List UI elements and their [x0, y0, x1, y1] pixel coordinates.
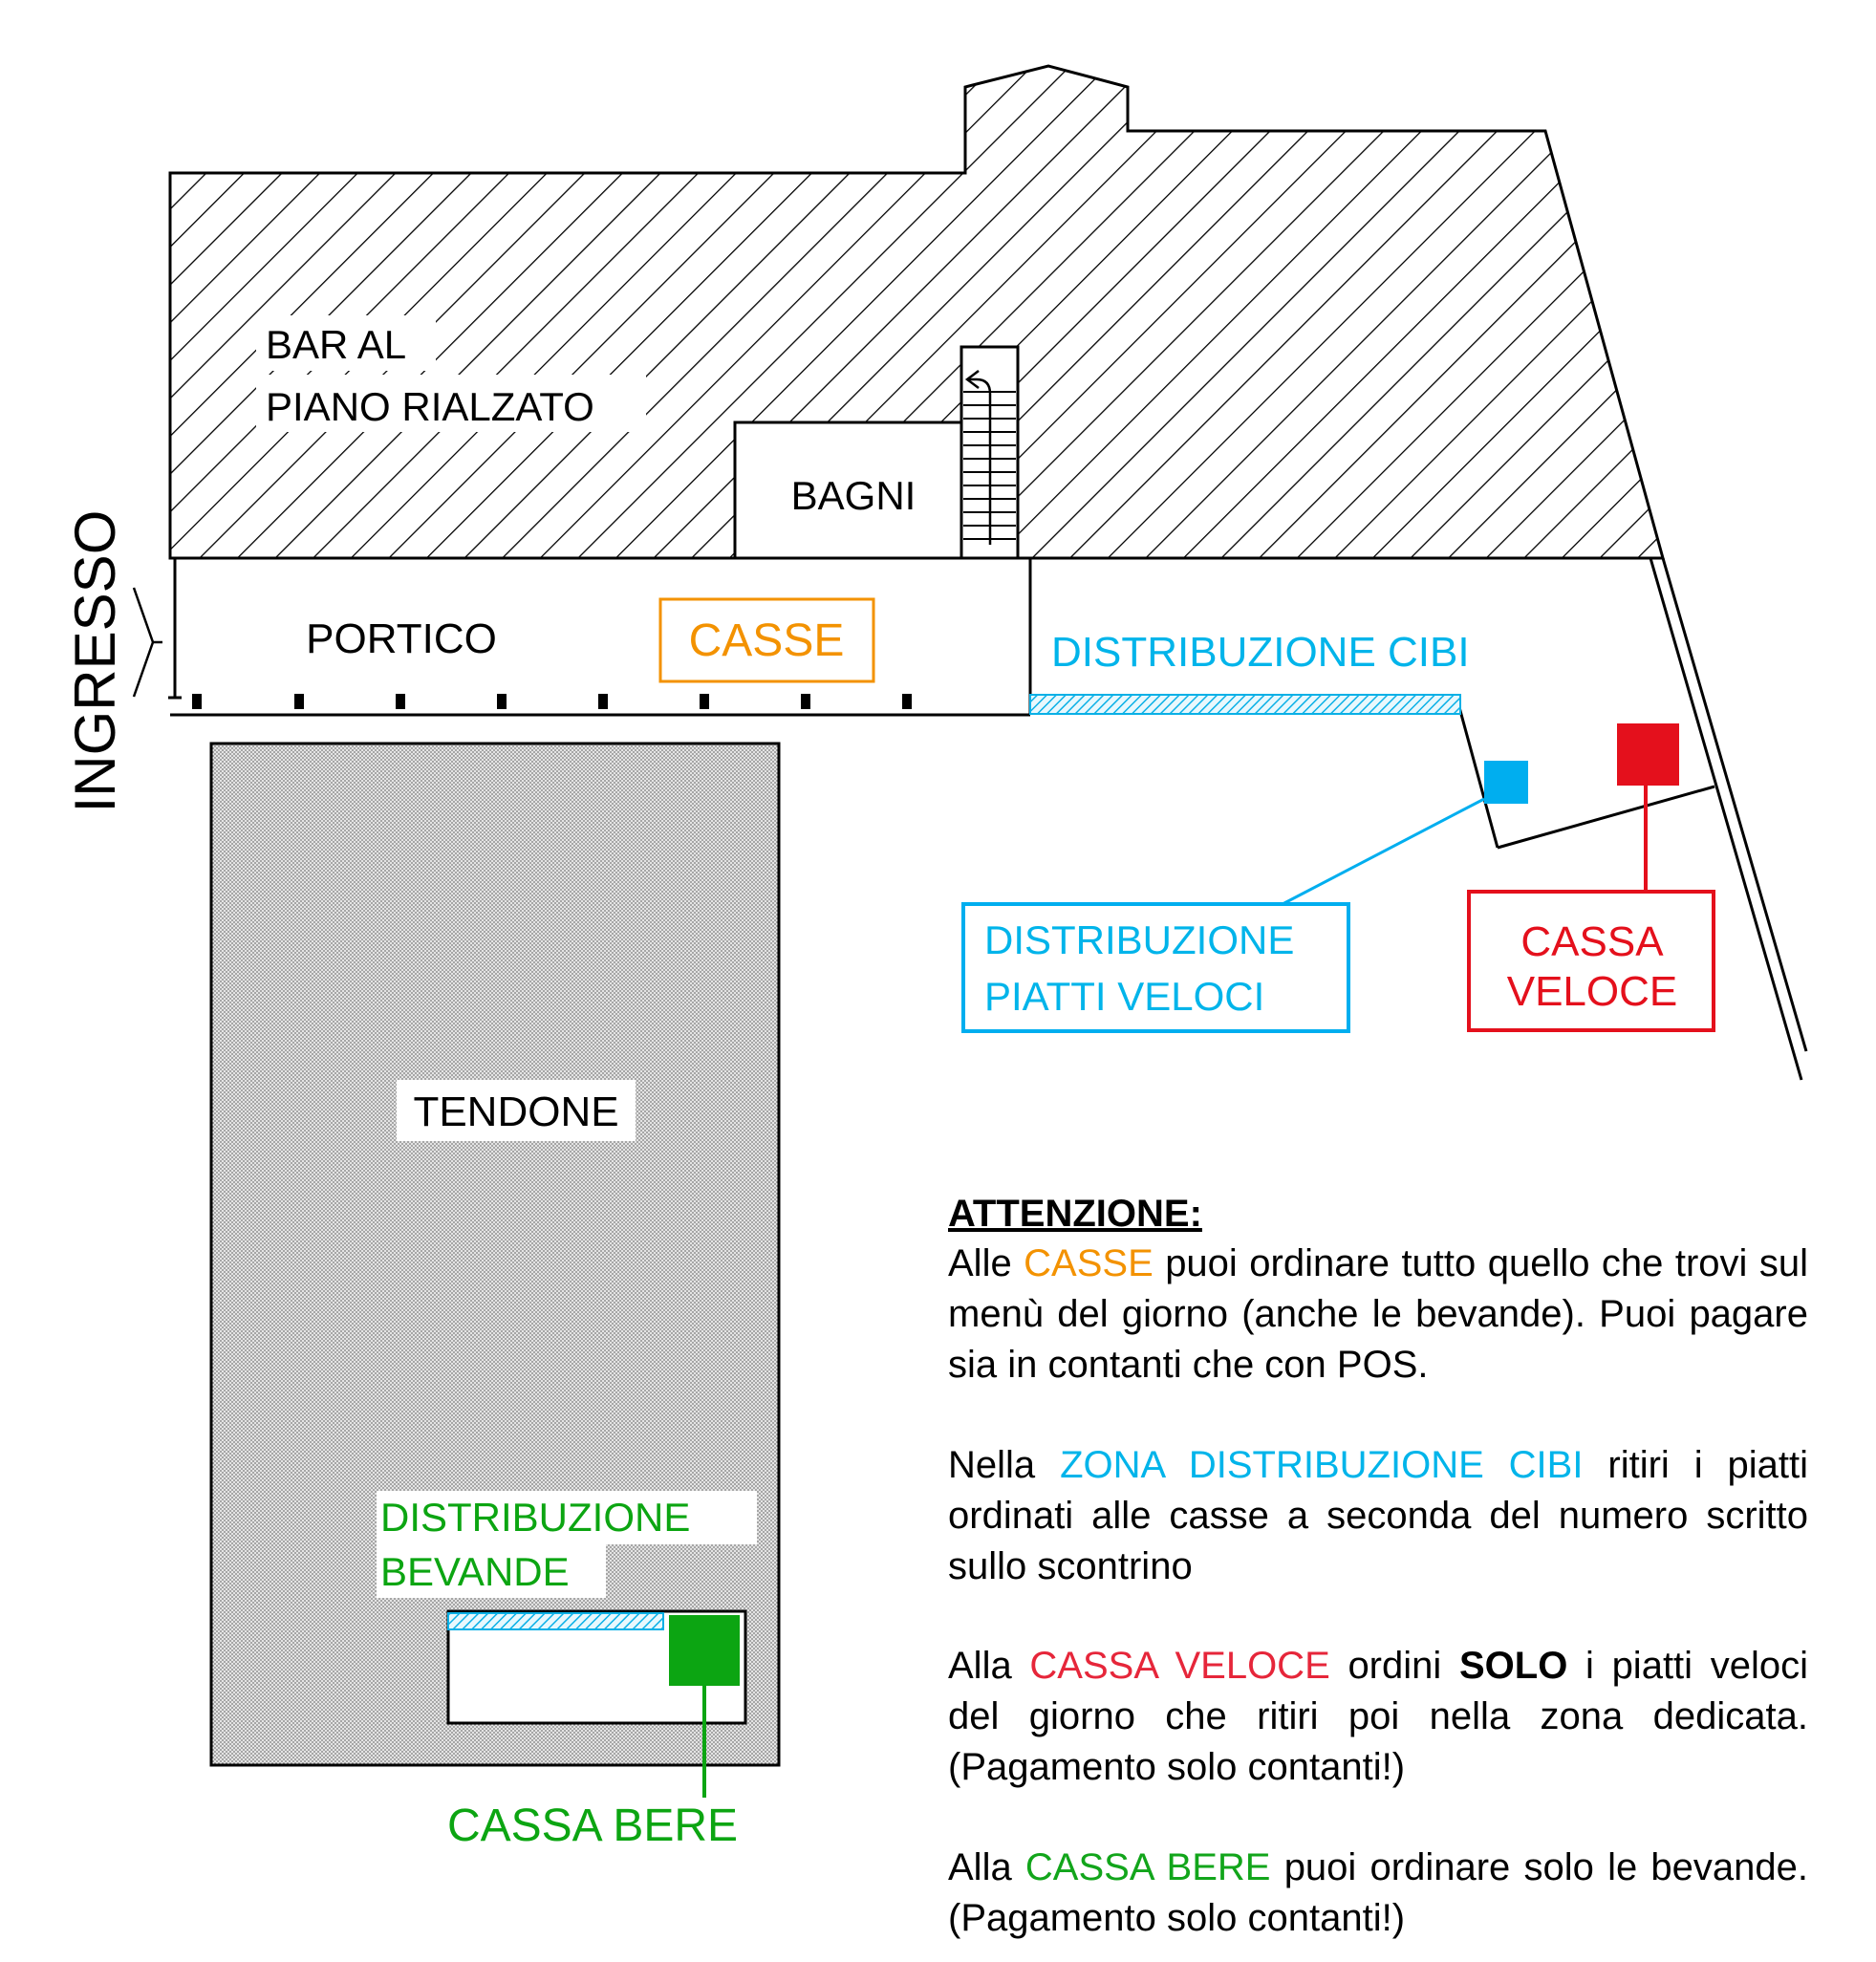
note2-post: ritiri i piatti ordinati alle casse a se… [948, 1444, 1808, 1587]
note1-highlight: CASSE [1024, 1242, 1154, 1284]
toilets-label: BAGNI [791, 473, 916, 518]
note4-post: puoi ordinare solo le bevande. (Pagament… [948, 1846, 1809, 1939]
drinks-cash-marker [669, 1615, 740, 1686]
cash-desks-box [658, 597, 875, 683]
tent-label: TENDONE [413, 1089, 618, 1135]
fast-cash-label-line1: CASSA [1520, 918, 1664, 965]
quick-dishes-label-line2: PIATTI VELOCI [984, 974, 1264, 1019]
portico-label: PORTICO [306, 615, 497, 662]
food-distribution-label: DISTRIBUZIONE CIBI [1051, 629, 1470, 676]
quick-dishes-marker [1484, 761, 1528, 804]
quick-dishes-box [961, 902, 1350, 1033]
drinks-label-line1: DISTRIBUZIONE [380, 1495, 690, 1540]
bar-label-line1: BAR AL [266, 322, 406, 367]
note3-bold: SOLO [1458, 1645, 1568, 1687]
notes-title: ATTENZIONE: [948, 1193, 1202, 1235]
drinks-label-line2: BEVANDE [380, 1549, 570, 1594]
note2-pre: Nella [948, 1444, 1036, 1486]
note3-post: i piatti veloci del giorno che ritiri po… [948, 1645, 1808, 1788]
note3-mid: ordini [1348, 1645, 1442, 1687]
note-cash-desks: Alle CASSE puoi ordinare tutto quello ch… [948, 1239, 1808, 1391]
fast-cash-label-line2: VELOCE [1507, 968, 1678, 1015]
note1-pre: Alle [948, 1242, 1012, 1284]
drinks-counter [447, 1612, 664, 1630]
food-distribution-counter [1029, 694, 1461, 715]
bar-label-line2: PIANO RIALZATO [266, 384, 594, 429]
note-drinks-cash: Alla CASSA BERE puoi ordinare solo le be… [948, 1843, 1808, 1944]
note3-highlight: CASSA VELOCE [1029, 1645, 1330, 1687]
quick-dishes-label-line1: DISTRIBUZIONE [984, 917, 1294, 962]
note4-pre: Alla [948, 1846, 1012, 1888]
fast-cash-box [1467, 890, 1715, 1032]
entrance-label: INGRESSO [63, 510, 127, 813]
note1-post: puoi ordinare tutto quello che trovi sul… [948, 1242, 1808, 1386]
note3-pre: Alla [948, 1645, 1012, 1687]
toilets-room [733, 420, 963, 560]
note4-highlight: CASSA BERE [1024, 1846, 1271, 1888]
stairs-icon [960, 345, 1020, 560]
note-fast-cash: Alla CASSA VELOCE ordini SOLO i piatti v… [948, 1641, 1808, 1793]
note2-highlight: ZONA DISTRIBUZIONE CIBI [1060, 1444, 1584, 1486]
drinks-cash-label: CASSA BERE [447, 1800, 738, 1851]
note-food-distribution: Nella ZONA DISTRIBUZIONE CIBI ritiri i p… [948, 1440, 1808, 1592]
fast-cash-marker [1617, 723, 1679, 786]
cash-desks-label: CASSE [689, 615, 845, 666]
